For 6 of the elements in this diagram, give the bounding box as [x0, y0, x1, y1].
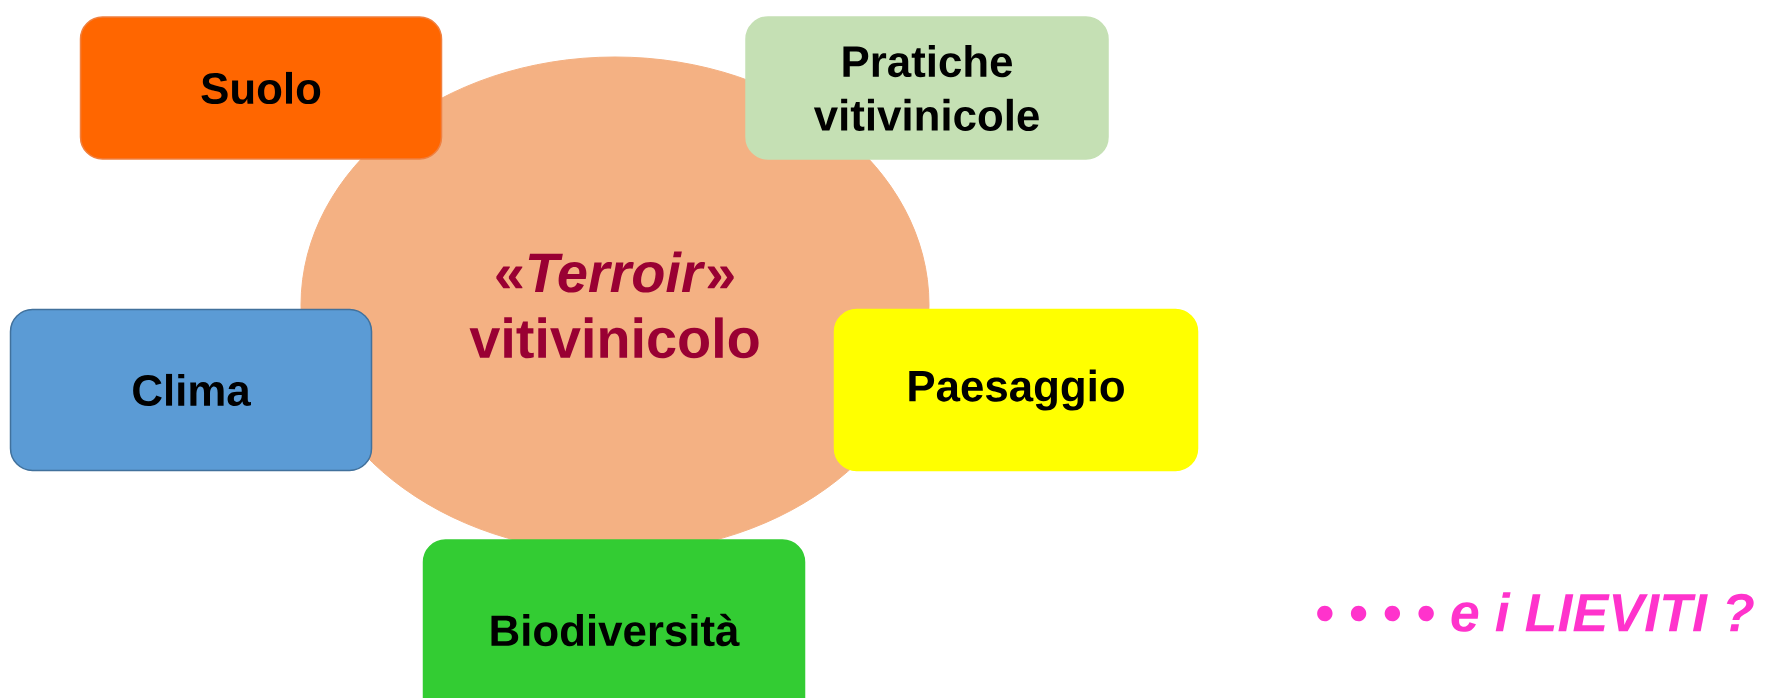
rounded-box: Biodiversità — [422, 539, 806, 698]
note-text: • • • • e i LIEVITI ? — [1317, 592, 1754, 632]
rounded-box: Clima — [9, 308, 373, 472]
rounded-box: Pratiche vitivinicole — [745, 16, 1109, 160]
rounded-box: Paesaggio — [833, 308, 1199, 472]
rounded-box: Suolo — [79, 16, 443, 160]
